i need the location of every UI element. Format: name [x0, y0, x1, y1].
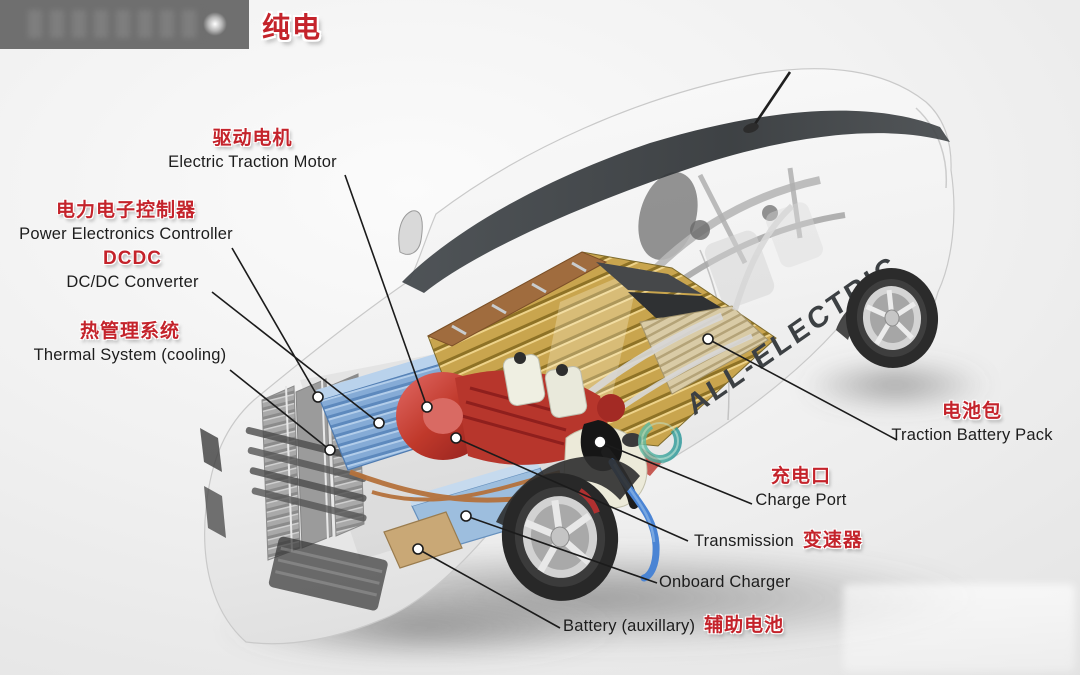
label-onboard-charger: Onboard Charger — [659, 573, 790, 593]
leader-lines — [211, 174, 898, 629]
label-transmission-en: Transmission — [694, 532, 794, 550]
leader-dcdc — [211, 291, 380, 424]
label-transmission: Transmission 变速器 — [694, 530, 863, 552]
dot-thermal — [324, 444, 336, 456]
dot-transmission — [450, 432, 462, 444]
leader-aux-battery — [417, 548, 561, 629]
leader-onboard-charger — [465, 515, 658, 584]
rear-wheel — [836, 268, 939, 368]
label-onboard-charger-en: Onboard Charger — [659, 573, 791, 591]
label-power-electronics-en: Power Electronics Controller — [19, 225, 233, 244]
corner-light-patch — [843, 584, 1075, 672]
roof-antenna — [743, 71, 792, 133]
aux-battery-box — [383, 511, 463, 569]
leader-battery-pack — [707, 338, 898, 441]
dot-traction-motor — [421, 401, 433, 413]
eco-logo — [638, 419, 682, 464]
label-battery-pack-en: Traction Battery Pack — [891, 426, 1053, 445]
watermark-logo-smudge — [28, 10, 203, 38]
label-thermal-system-cn: 热管理系统 — [79, 321, 180, 342]
label-traction-motor: 驱动电机 Electric Traction Motor — [150, 128, 355, 173]
dot-dcdc — [373, 417, 385, 429]
front-grille — [245, 426, 388, 611]
leader-charge-port — [599, 441, 753, 505]
label-traction-motor-cn: 驱动电机 — [212, 128, 293, 149]
leader-thermal — [229, 369, 331, 451]
dot-battery-pack — [702, 333, 714, 345]
label-dcdc: DCDC DC/DC Converter — [50, 248, 215, 293]
dot-aux-battery — [412, 543, 424, 555]
leader-transmission — [455, 437, 689, 542]
label-charge-port-en: Charge Port — [755, 491, 847, 510]
label-aux-battery-cn: 辅助电池 — [704, 615, 785, 636]
watermark-logo-box — [0, 0, 249, 49]
label-dcdc-en: DC/DC Converter — [66, 273, 199, 292]
leader-traction-motor — [344, 174, 428, 408]
label-power-electronics: 电力电子控制器 Power Electronics Controller — [16, 200, 236, 245]
label-aux-battery-en: Battery (auxillary) — [563, 617, 696, 635]
dot-power-electronics — [312, 391, 324, 403]
label-thermal-system: 热管理系统 Thermal System (cooling) — [25, 321, 235, 366]
label-thermal-system-en: Thermal System (cooling) — [33, 346, 227, 365]
label-charge-port-cn: 充电口 — [770, 466, 831, 487]
label-battery-pack: 电池包 Traction Battery Pack — [876, 401, 1068, 446]
label-power-electronics-cn: 电力电子控制器 — [55, 200, 196, 221]
dot-charge-port — [593, 435, 607, 449]
label-transmission-cn: 变速器 — [802, 530, 863, 551]
badge-pure-electric: 纯电 — [262, 12, 323, 43]
label-aux-battery: Battery (auxillary) 辅助电池 — [563, 615, 784, 637]
label-charge-port: 充电口 Charge Port — [722, 466, 880, 511]
side-mirror — [398, 210, 423, 255]
dot-onboard-charger — [460, 510, 472, 522]
windshield-glass — [402, 110, 950, 293]
label-dcdc-cn: DCDC — [103, 248, 162, 269]
label-battery-pack-cn: 电池包 — [941, 401, 1002, 422]
label-traction-motor-en: Electric Traction Motor — [168, 153, 337, 172]
leader-dots — [312, 333, 714, 555]
leader-power-electronics — [231, 247, 319, 398]
watermark-glare — [203, 12, 227, 36]
